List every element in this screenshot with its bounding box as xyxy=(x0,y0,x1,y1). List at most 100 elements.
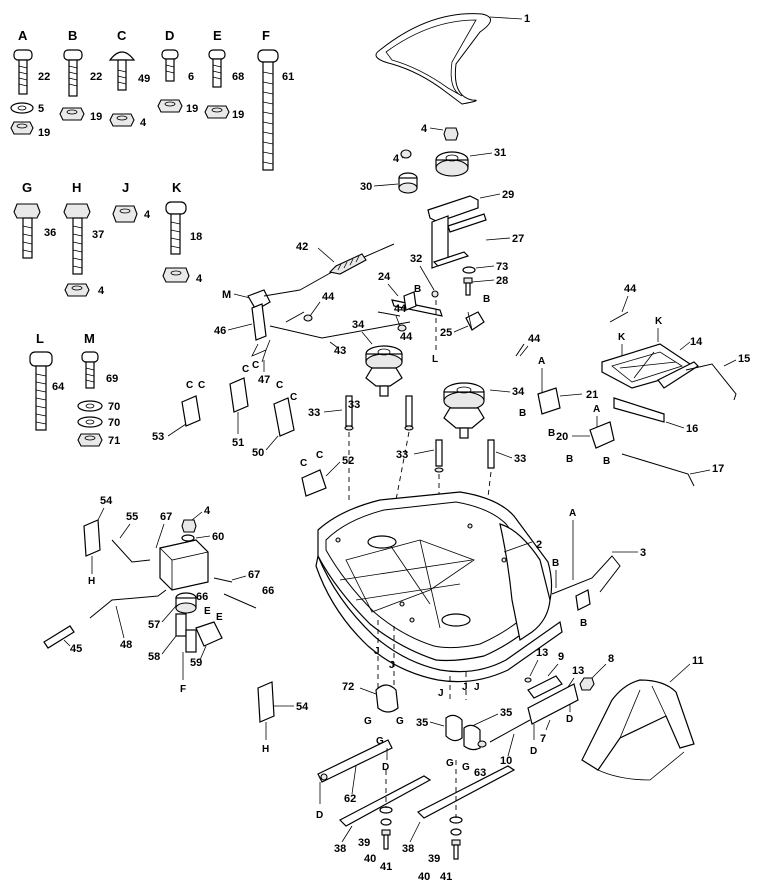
callout-D-bolt: 6 xyxy=(188,71,194,83)
callout-L-bolt: 64 xyxy=(52,381,65,393)
callout-c4: C xyxy=(198,380,205,391)
callout-letter-b-20b: B xyxy=(603,456,610,467)
callout-letter-j-a: J xyxy=(374,646,380,657)
callout-K-letter: K xyxy=(172,180,182,195)
callout-part-66-a: 66 xyxy=(196,591,208,603)
callout-B-nut: 19 xyxy=(90,111,102,123)
callout-part-4-mid: 4 xyxy=(204,505,211,517)
callout-part-11: 11 xyxy=(692,655,704,667)
callout-letter-h-a: H xyxy=(88,576,95,587)
callout-D-nut: 19 xyxy=(186,103,198,115)
callout-J-nut: 4 xyxy=(144,209,151,221)
callout-bracket-50: 50 xyxy=(252,447,264,459)
belt-part: 1 xyxy=(375,13,530,105)
discharge-assembly: 13 9 13 8 7 D D 11 xyxy=(524,647,704,781)
callout-G-letter: G xyxy=(22,180,32,195)
callout-letter-m: M xyxy=(222,289,231,301)
callout-c5: C xyxy=(276,380,283,391)
callout-D-letter: D xyxy=(165,28,174,43)
callout-letter-g-e: G xyxy=(376,736,384,747)
callout-F-letter: F xyxy=(262,28,270,43)
callout-part-35-b: 35 xyxy=(500,707,512,719)
callout-letter-d-d: D xyxy=(566,714,573,725)
callout-part-7: 7 xyxy=(540,733,546,745)
callout-L-letter: L xyxy=(36,331,44,346)
callout-part-59: 59 xyxy=(190,657,202,669)
callout-spacer: 30 xyxy=(360,181,372,193)
lift-linkage-left: M 46 44 43 47 C C xyxy=(214,289,411,386)
hardware-e: E 68 19 xyxy=(204,28,244,121)
callout-K-bolt: 18 xyxy=(190,231,202,243)
callout-letter-b-21a: B xyxy=(519,408,526,419)
callout-letter-f: F xyxy=(180,684,186,695)
right-bracket-assembly: 44 K K 14 15 16 17 A 21 B B A xyxy=(519,283,750,487)
callout-rod-43: 43 xyxy=(334,345,346,357)
callout-letter-l-top: L xyxy=(432,354,438,365)
callout-A-nut: 19 xyxy=(38,127,50,139)
callout-part-58: 58 xyxy=(148,651,160,663)
callout-letter-j-c: J xyxy=(438,688,444,699)
callout-part-39-a: 39 xyxy=(358,837,370,849)
callout-letter-j-b: J xyxy=(389,660,395,671)
callout-letter-a-20: A xyxy=(593,404,600,415)
mower-deck-part: 2 A 3 B B J J J J J xyxy=(315,491,646,700)
callout-M-bolt: 69 xyxy=(106,373,118,385)
callout-rod-17: 17 xyxy=(712,463,724,475)
callout-K-nut: 4 xyxy=(196,273,203,285)
callout-bracket-53: 53 xyxy=(152,431,164,443)
lift-pins: 33 33 33 33 C C 53 51 C C 50 xyxy=(152,377,526,531)
hardware-k: K 18 4 xyxy=(162,180,203,285)
spindle-left: 34 44 44 xyxy=(352,303,413,397)
callout-letter-a-deck: A xyxy=(569,508,576,519)
callout-part-72: 72 xyxy=(342,681,354,693)
callout-c7: C xyxy=(300,458,307,469)
blade-assembly: 72 G G 35 35 G G G 63 10 62 D D 38 38 xyxy=(316,681,531,883)
callout-part-54-a: 54 xyxy=(100,495,113,507)
callout-washer-73: 73 xyxy=(496,261,508,273)
callout-M-nut: 71 xyxy=(108,435,120,447)
callout-G-bolt: 36 xyxy=(44,227,56,239)
callout-letter-k-b: K xyxy=(618,332,626,343)
callout-part-40-a: 40 xyxy=(364,853,376,865)
callout-letter-b-24: B xyxy=(414,284,421,295)
callout-spindle-34-a: 34 xyxy=(352,319,365,331)
callout-A-washer: 5 xyxy=(38,103,44,115)
callout-letter-d-c: D xyxy=(530,746,537,757)
callout-blade-38-b: 38 xyxy=(402,843,414,855)
hardware-l: L 64 xyxy=(29,331,65,431)
hardware-a: A 22 5 19 xyxy=(10,28,50,139)
callout-idler-pulley: 31 xyxy=(494,147,506,159)
callout-part-33-a: 33 xyxy=(308,407,320,419)
callout-c3: C xyxy=(186,380,193,391)
callout-part-54-b: 54 xyxy=(296,701,309,713)
callout-spindle-34-b: 34 xyxy=(512,386,525,398)
callout-F-bolt: 61 xyxy=(282,71,294,83)
callout-letter-j-e: J xyxy=(474,682,480,693)
callout-letter-e-b: E xyxy=(216,612,223,623)
callout-bracket-29: 29 xyxy=(502,189,514,201)
callout-part-39-b: 39 xyxy=(428,853,440,865)
callout-part-55: 55 xyxy=(126,511,138,523)
callout-letter-k-a: K xyxy=(655,316,663,327)
callout-part-13-a: 13 xyxy=(536,647,548,659)
idler-assembly: 4 4 31 30 29 27 73 28 xyxy=(360,123,524,296)
callout-J-letter: J xyxy=(122,180,129,195)
callout-rod-16: 16 xyxy=(686,423,698,435)
callout-rod-15: 15 xyxy=(738,353,750,365)
callout-deck: 2 xyxy=(536,539,542,551)
callout-E-bolt: 68 xyxy=(232,71,244,83)
callout-M-washer2: 70 xyxy=(108,417,120,429)
callout-C-bolt: 49 xyxy=(138,73,150,85)
callout-part-57: 57 xyxy=(148,619,160,631)
callout-c8: C xyxy=(316,450,323,461)
callout-letter-d-b: D xyxy=(382,762,389,773)
callout-pin-32: 32 xyxy=(410,253,422,265)
hardware-h: H 37 4 xyxy=(63,180,105,297)
callout-M-letter: M xyxy=(84,331,95,346)
callout-link-24: 24 xyxy=(378,271,391,283)
callout-bolt-28: 28 xyxy=(496,275,508,287)
callout-letter-g-a: G xyxy=(364,716,372,727)
hardware-m: M 69 70 70 71 xyxy=(77,331,120,447)
callout-letter-e-a: E xyxy=(204,606,211,617)
